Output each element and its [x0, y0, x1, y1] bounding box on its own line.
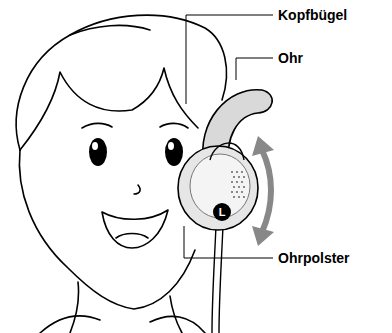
tongue: [116, 234, 148, 239]
eye: [89, 138, 107, 166]
eye-highlight: [92, 142, 98, 150]
hair-strand: [70, 25, 150, 35]
leader-line: [184, 226, 273, 258]
ear: [210, 143, 244, 160]
adjust-arrow: [262, 150, 271, 232]
neck: [70, 282, 79, 333]
leader-line: [186, 15, 273, 104]
arrow-head: [252, 226, 274, 246]
marker-letter: L: [219, 207, 226, 218]
grille-dot: [236, 191, 238, 193]
grille-dot: [241, 171, 243, 173]
hair: [16, 15, 226, 150]
eyebrow: [160, 123, 188, 128]
grille-dot: [243, 196, 245, 198]
grille-dot: [233, 176, 235, 178]
grille-dot: [236, 181, 238, 183]
part-label: Ohr: [278, 50, 303, 66]
ear-pad-inner: [190, 154, 250, 218]
grille-dot: [243, 186, 245, 188]
grille-dot: [238, 176, 240, 178]
grille-dot: [236, 171, 238, 173]
mouth: [102, 210, 168, 248]
eye-highlight: [168, 142, 174, 150]
part-label: Kopfbügel: [278, 7, 347, 23]
grille-dot: [241, 181, 243, 183]
grille-dot: [233, 186, 235, 188]
grille-dot: [231, 181, 233, 183]
speaker-grille: [231, 171, 245, 198]
cable: [219, 226, 223, 333]
collar: [150, 316, 205, 333]
face: [19, 150, 195, 309]
grille-dot: [238, 196, 240, 198]
grille-dot: [233, 196, 235, 198]
grille-dot: [243, 176, 245, 178]
eye: [165, 138, 183, 166]
part-label: Ohrpolster: [278, 250, 350, 266]
collar: [40, 316, 100, 333]
grille-dot: [231, 171, 233, 173]
ear-pad: [178, 146, 258, 230]
arrow-head: [252, 136, 274, 156]
grille-dot: [241, 191, 243, 193]
grille-dot: [238, 186, 240, 188]
neck: [170, 296, 182, 333]
fringe: [20, 68, 198, 150]
eyebrow: [82, 123, 112, 128]
nose: [134, 185, 140, 194]
grille-dot: [231, 191, 233, 193]
side-marker: L: [213, 203, 231, 221]
cable: [212, 226, 216, 333]
leader-line: [236, 58, 273, 80]
